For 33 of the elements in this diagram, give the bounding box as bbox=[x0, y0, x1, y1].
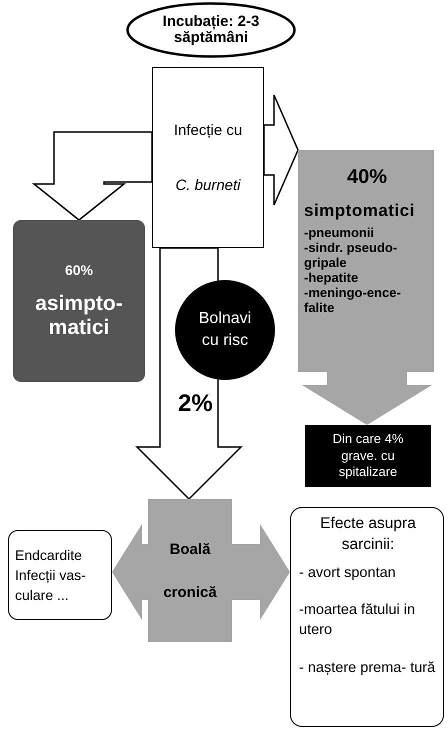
node-text: - avort spontan bbox=[299, 564, 397, 583]
node-text: Boală bbox=[170, 540, 210, 558]
infection-box bbox=[152, 67, 264, 248]
node-text: Endcardite Infecții vas- culare ... bbox=[15, 546, 87, 606]
chronic-disease-box bbox=[148, 499, 232, 642]
node-text: - naștere prema- tură bbox=[299, 658, 436, 678]
node-text: asimpto- matici bbox=[34, 292, 124, 340]
block-arrow bbox=[32, 131, 153, 221]
node-text: simptomatici bbox=[304, 201, 416, 221]
complications-box bbox=[8, 530, 112, 620]
node-text: Infecție cu bbox=[174, 122, 242, 138]
block-arrow bbox=[302, 372, 432, 425]
node-text: 40% bbox=[346, 166, 388, 189]
block-arrow bbox=[263, 94, 299, 206]
asymptomatic-box bbox=[13, 220, 145, 382]
node-text: Bolnavi cu risc bbox=[198, 309, 252, 351]
node-text: C. burneti bbox=[175, 176, 241, 194]
node-text: 60% bbox=[64, 262, 94, 278]
node-text: -pneumonii bbox=[304, 225, 376, 240]
node-text: -moartea fătului in utero bbox=[299, 601, 416, 640]
node-text: Din care 4% grave. cu spitalizare bbox=[332, 430, 404, 482]
node-text: Efecte asupra sarcinii: bbox=[319, 514, 417, 555]
incubation-ellipse bbox=[126, 2, 296, 58]
node-text: -meningo-ence- falite bbox=[304, 285, 402, 315]
node-text: -sindr. pseudo- gripale bbox=[304, 240, 398, 270]
node-text: Incubație: 2-3 săptămâni bbox=[162, 14, 260, 46]
node-text: -hepatite bbox=[304, 270, 360, 285]
node-text: cronică bbox=[163, 584, 217, 600]
pregnancy-effects-box bbox=[290, 507, 444, 727]
symptomatic-box bbox=[298, 150, 434, 372]
hospitalization-box bbox=[305, 425, 431, 487]
block-arrow bbox=[232, 524, 290, 620]
block-arrow bbox=[112, 524, 148, 620]
